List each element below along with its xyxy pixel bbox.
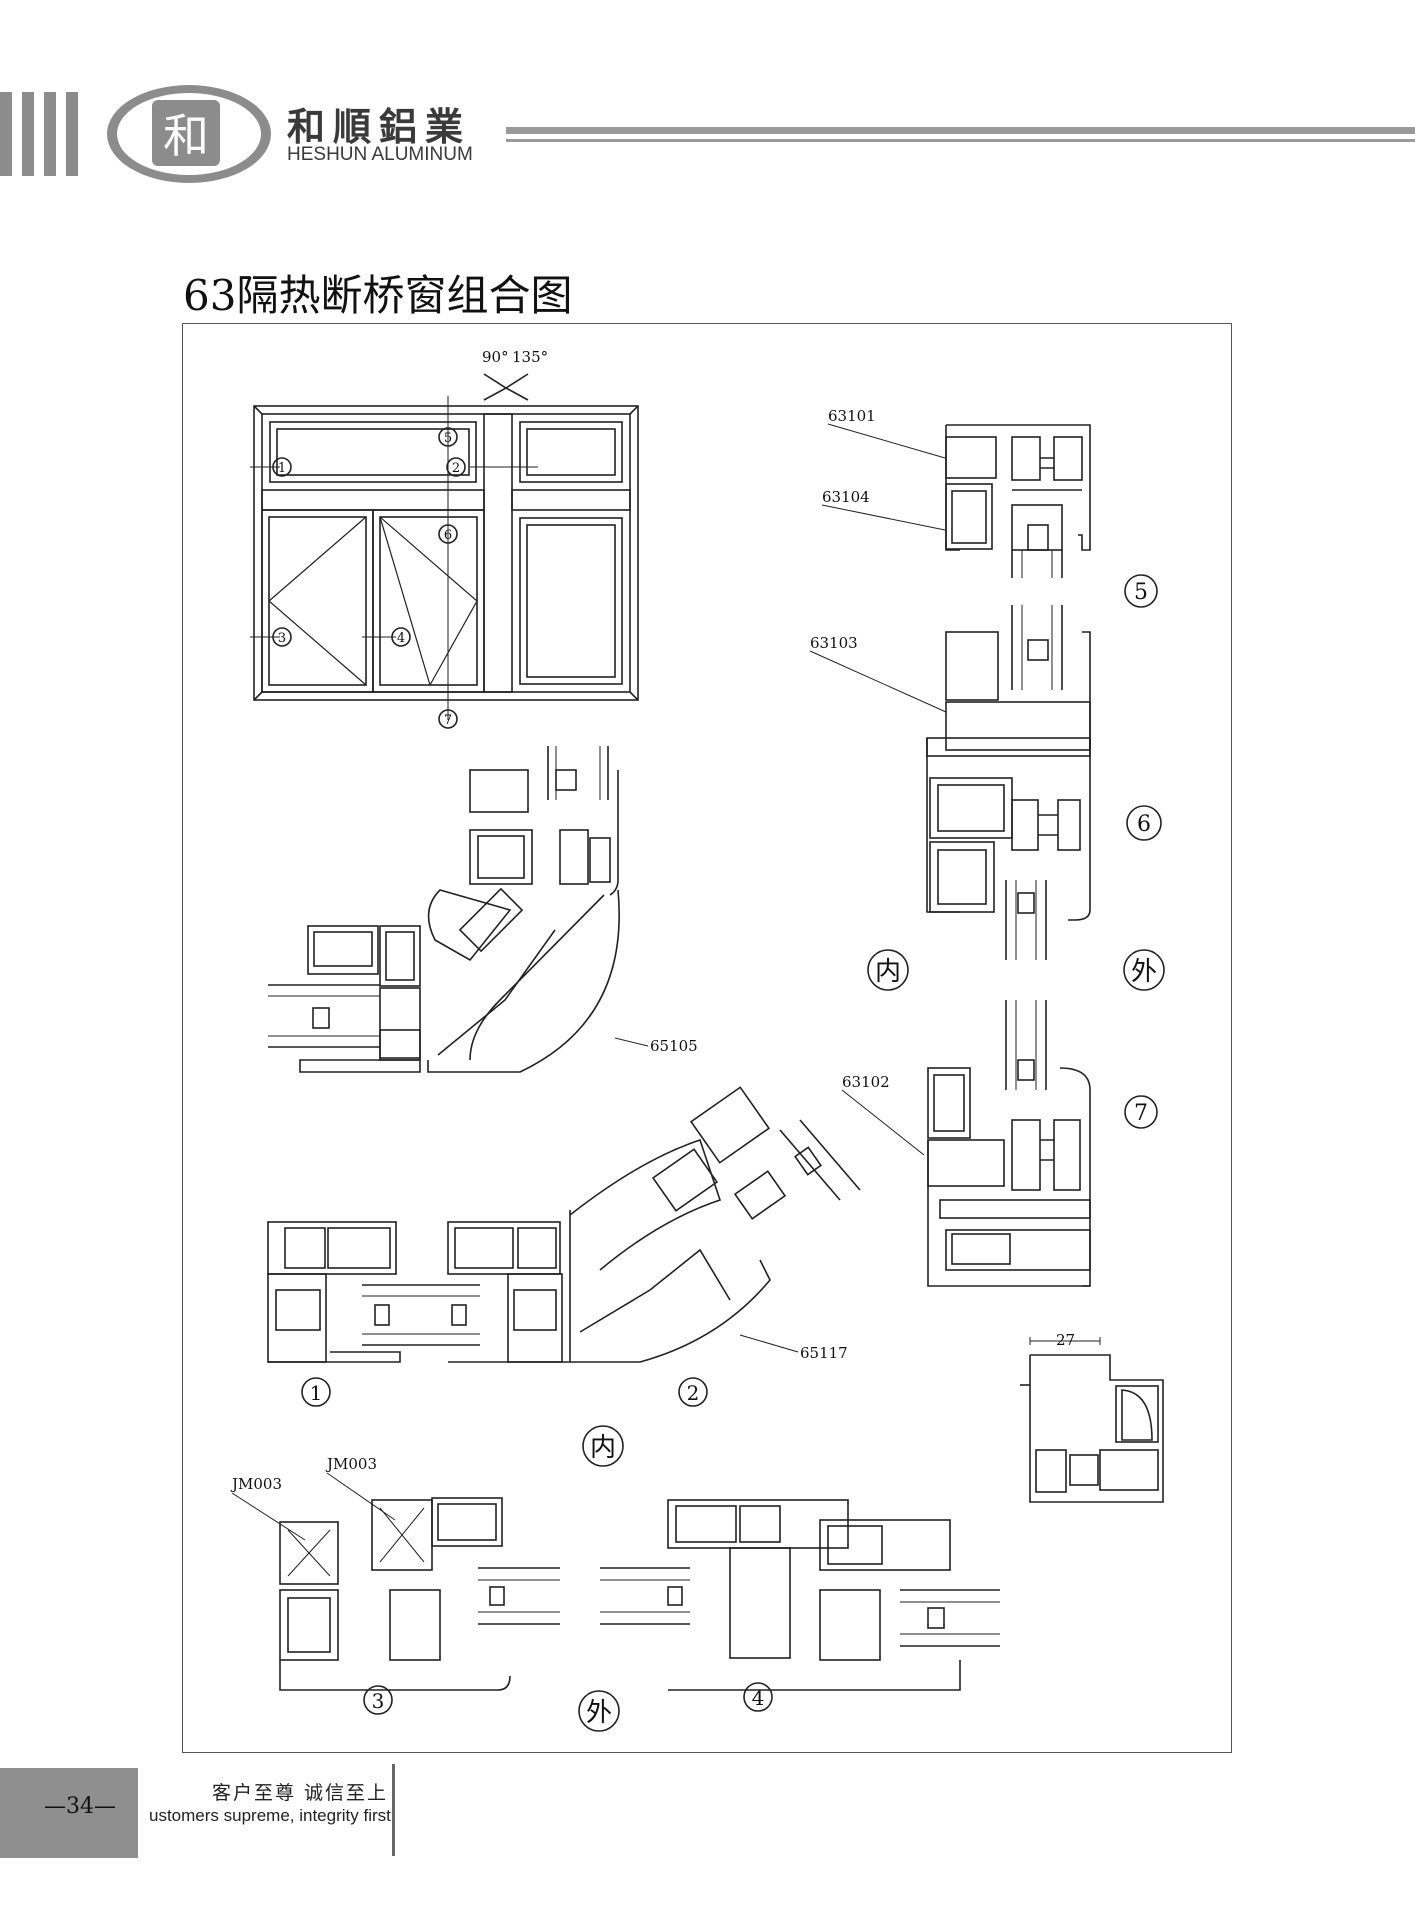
part-63101: 63101	[828, 407, 876, 425]
section-4	[600, 1499, 1000, 1691]
dim-27: 27	[1056, 1331, 1075, 1349]
callout-6: 6	[444, 528, 452, 543]
callout-7: 7	[444, 713, 452, 728]
callout-2: 2	[452, 461, 460, 476]
section-7-label: 7	[1134, 1101, 1148, 1126]
label-inner-bottom: 内	[590, 1433, 616, 1463]
callout-4: 4	[397, 631, 405, 646]
elevation-callouts: 5 1 2 6 3 4 7	[272, 427, 466, 729]
section-2	[447, 1086, 861, 1363]
label-inner-right: 内	[875, 957, 901, 987]
callout-5: 5	[444, 431, 452, 446]
section-4-label: 4	[752, 1686, 765, 1710]
window-elevation	[250, 396, 639, 720]
part-63103: 63103	[810, 634, 858, 652]
part-jm003-b: JM003	[325, 1455, 377, 1473]
brand-name-cn: 和順鋁業	[287, 105, 472, 149]
brand-name-en: HESHUN ALUMINUM	[287, 144, 473, 165]
section-6-label: 6	[1137, 812, 1151, 837]
section-3-label: 3	[372, 1689, 385, 1713]
angle-135-label: 135°	[512, 348, 548, 366]
page-number: —34—	[44, 1794, 116, 1819]
callout-3: 3	[278, 631, 286, 646]
logo-glyph: 和	[163, 109, 209, 163]
section-1-label: 1	[310, 1381, 323, 1405]
drawing-frame	[182, 323, 1232, 1753]
footer-page-box	[0, 1768, 138, 1858]
section-6	[926, 605, 1091, 960]
part-jm003-a: JM003	[230, 1475, 282, 1493]
slogan-en: ustomers supreme, integrity first	[149, 1806, 391, 1825]
part-63104: 63104	[822, 488, 870, 506]
heshun-logo: 和	[107, 85, 271, 183]
part-63102: 63102	[842, 1073, 890, 1091]
section-3	[279, 1497, 560, 1691]
part-65105: 65105	[650, 1037, 698, 1055]
angle-marker: 90° 135°	[482, 348, 548, 401]
corner-65105	[268, 746, 620, 1073]
section-5	[945, 424, 1091, 578]
angle-90-label: 90°	[482, 348, 509, 366]
page-title: 63隔热断桥窗组合图	[183, 271, 573, 320]
section-1	[267, 1221, 480, 1363]
label-outer-bottom: 外	[586, 1698, 612, 1728]
header-rule-thin	[506, 139, 1415, 142]
section-7	[927, 1000, 1091, 1287]
slogan-cn: 客户至尊 诚信至上	[212, 1782, 389, 1804]
label-outer-right: 外	[1131, 957, 1157, 987]
section-2-label: 2	[687, 1381, 700, 1405]
detail-27	[1020, 1337, 1164, 1503]
part-65117: 65117	[800, 1344, 848, 1362]
section-5-label: 5	[1134, 580, 1148, 605]
footer-divider	[392, 1764, 395, 1856]
callout-1: 1	[278, 461, 286, 476]
header-rule	[506, 127, 1415, 134]
